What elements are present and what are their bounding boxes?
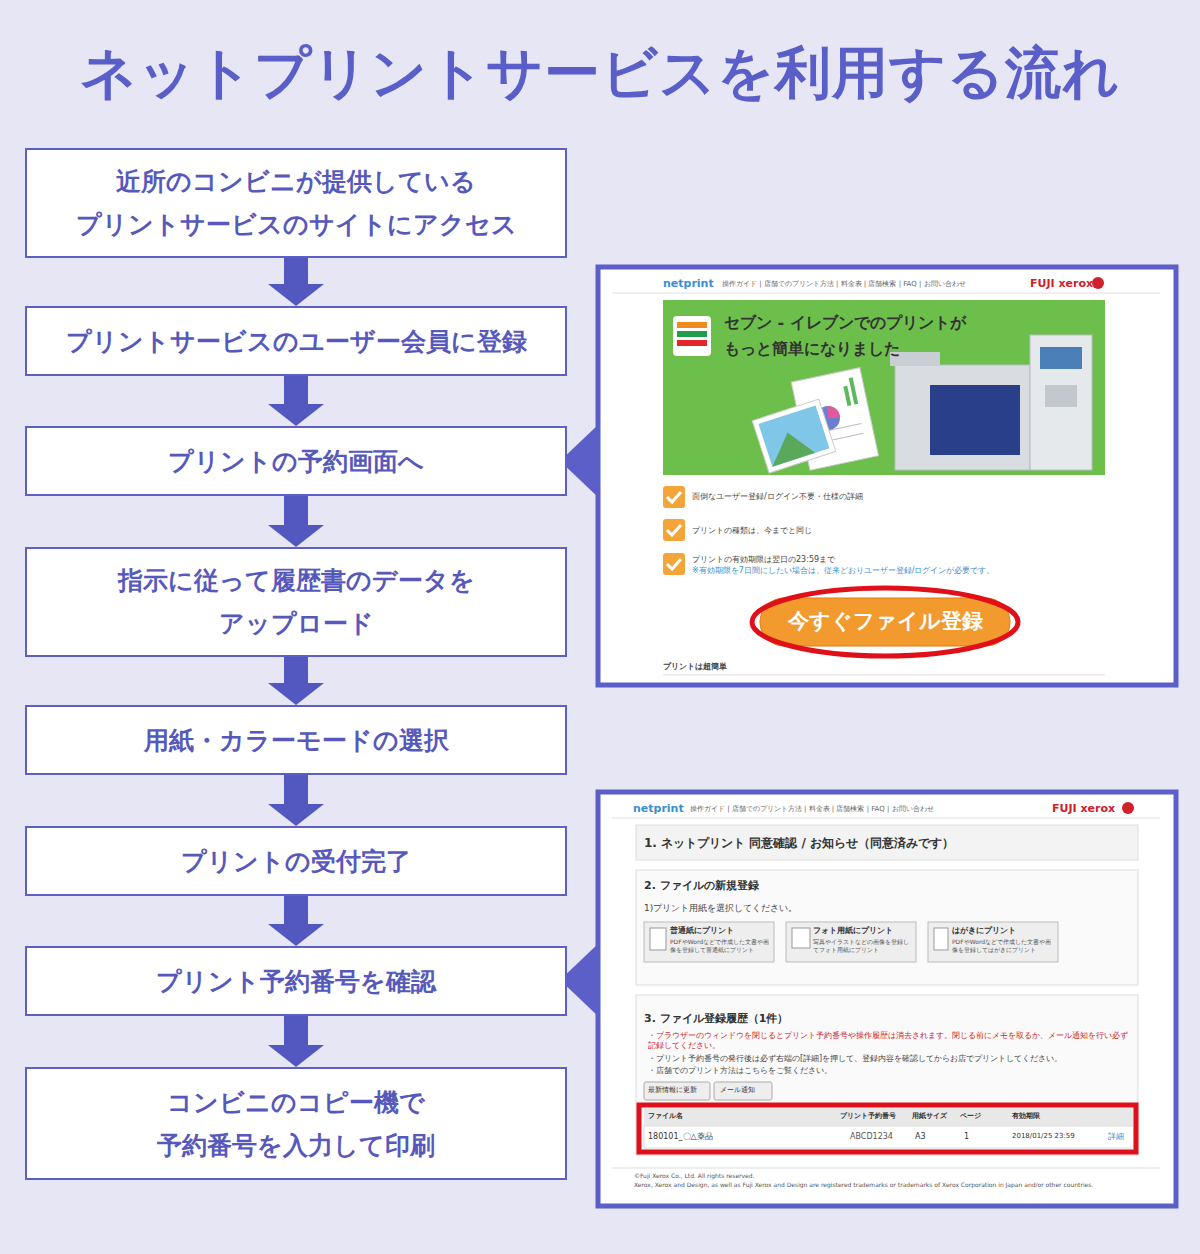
process-box: 近所のコンビニが提供している プリントサービスのサイトにアクセス (25, 148, 567, 258)
step-text: プリント予約番号を確認 (156, 960, 436, 1003)
step-text: 用紙・カラーモードの選択 (144, 719, 449, 762)
screenshot-text: 普通紙にプリント (670, 926, 734, 936)
screenshot-text: 今すぐファイル登録 (760, 608, 1010, 634)
process-box: プリントサービスのユーザー会員に登録 (25, 306, 567, 376)
screenshot-text: 3. ファイル登録履歴（1件） (644, 1012, 788, 1026)
screenshot-text: A3 (915, 1132, 926, 1142)
screenshot-text: 2018/01/25 23:59 (1012, 1132, 1075, 1141)
step-text: プリントの受付完了 (181, 840, 411, 883)
screenshot-text: 2. ファイルの新規登録 (644, 879, 759, 893)
screenshot-text: プリント予約番号 (840, 1112, 896, 1121)
screenshot-text: はがきにプリント (952, 926, 1016, 936)
process-box: 用紙・カラーモードの選択 (25, 705, 567, 775)
screenshot-text: PDFやWordなどで作成した文書や画像を登録して普通紙にプリント (670, 938, 770, 953)
step-text: コンビニのコピー機で 予約番号を入力して印刷 (43, 1081, 549, 1167)
screenshot-text: ©Fuji Xerox Co., Ltd. All rights reserve… (634, 1172, 755, 1180)
flow-arrow (268, 258, 324, 306)
process-box: 指示に従って履歴書のデータを アップロード (25, 547, 567, 657)
screenshot-panel (598, 792, 1176, 1206)
flow-arrow (268, 657, 324, 705)
flow-arrow (268, 1016, 324, 1067)
step-text: 近所のコンビニが提供している プリントサービスのサイトにアクセス (43, 160, 549, 246)
process-box: コンビニのコピー機で 予約番号を入力して印刷 (25, 1067, 567, 1180)
screenshot-text: プリントは超簡単 (663, 662, 727, 672)
flow-arrow (268, 496, 324, 547)
step-text: プリントサービスのユーザー会員に登録 (66, 320, 527, 363)
flow-arrow (268, 896, 324, 946)
screenshot-text: FUJI xerox (1052, 802, 1115, 816)
screenshot-text: 操作ガイド | 店舗でのプリント方法 | 料金表 | 店舗検索 | FAQ | … (690, 805, 934, 814)
screenshot-text: 1. ネットプリント 同意確認 / お知らせ（同意済みです） (644, 836, 954, 851)
screenshot-text: ・ブラウザーのウィンドウを閉じるとプリント予約番号や操作履歴は消去されます。閉じ… (648, 1031, 1128, 1051)
screenshot-text: ABCD1234 (850, 1132, 893, 1142)
diagram-title: ネットプリントサービスを利用する流れ (0, 36, 1200, 112)
screenshot-text: 詳細 (1108, 1132, 1124, 1142)
screenshot-text: 1 (964, 1132, 969, 1142)
screenshot-text: セブン - イレブンでのプリントが もっと簡単になりました (724, 310, 1004, 361)
screenshot-text: プリントの有効期限は翌日の23:59まで (692, 555, 835, 565)
screenshot-text: ・店舗でのプリント方法はこちらをご覧ください。 (648, 1066, 1128, 1076)
screenshot-text: FUJI xerox (1030, 277, 1093, 291)
process-box: プリント予約番号を確認 (25, 946, 567, 1016)
screenshot-text: 操作ガイド | 店舗でのプリント方法 | 料金表 | 店舗検索 | FAQ | … (722, 280, 966, 289)
screenshot-text: ※有効期限を7日間にしたい場合は、従来どおりユーザー登録/ログインが必要です。 (692, 566, 995, 576)
step-text: プリントの予約画面へ (168, 440, 424, 483)
process-box: プリントの予約画面へ (25, 426, 567, 496)
screenshot-text: ページ (960, 1112, 981, 1121)
banner (663, 300, 1105, 475)
screenshot-text: 180101_〇△薬品 (648, 1132, 713, 1142)
screenshot-text: PDFやWordなどで作成した文書や画像を登録してはがきにプリント (952, 938, 1052, 953)
screenshot-text: ・プリント予約番号の発行後は必ず右端の[詳細]を押して、登録内容を確認してからお… (648, 1054, 1128, 1064)
process-box: プリントの受付完了 (25, 826, 567, 896)
flow-arrow (268, 775, 324, 826)
step-text: 指示に従って履歴書のデータを アップロード (43, 559, 549, 645)
screenshot-panel (598, 267, 1176, 685)
screenshot-text: 最新情報に更新 (648, 1086, 697, 1095)
screenshot-text: フォト用紙にプリント (813, 926, 893, 936)
screenshot-text: netprint (633, 802, 684, 816)
screenshot-text: ファイル名 (648, 1112, 683, 1121)
flow-arrow (268, 376, 324, 426)
screenshot-text: 用紙サイズ (912, 1112, 947, 1121)
screenshot-text: プリントの種類は、今までと同じ (692, 526, 812, 536)
screenshot-text: 1)プリント用紙を選択してください。 (644, 903, 797, 914)
screenshot-text: Xerox, Xerox and Design, as well as Fuji… (634, 1181, 1154, 1189)
screenshot-text: 写真やイラストなどの画像を登録してフォト用紙にプリント (813, 938, 913, 953)
screenshot-text: netprint (663, 277, 714, 291)
screenshot-text: メール通知 (720, 1086, 755, 1095)
screenshot-text: 面倒なユーザー登録/ログイン不要・仕様の詳細 (692, 492, 863, 502)
screenshot-text: 有効期限 (1012, 1112, 1040, 1121)
